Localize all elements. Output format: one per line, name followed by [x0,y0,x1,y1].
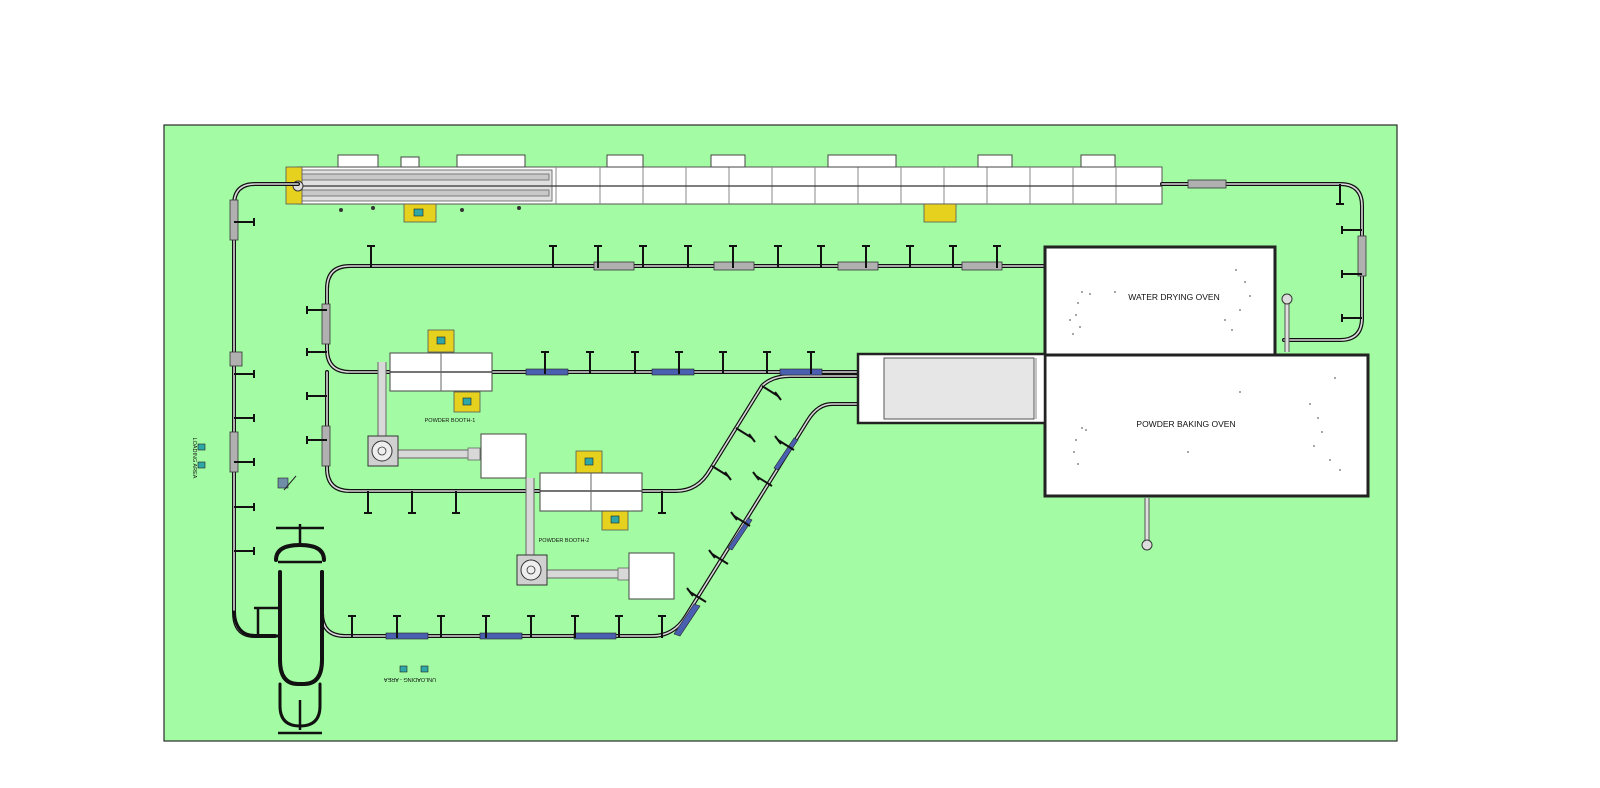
track-hangers [234,184,1362,638]
powder-booth-1: POWDER BOOTH-1 [367,329,527,479]
powder-baking-oven-label: POWDER BAKING OVEN [1136,419,1235,429]
water-drying-oven-label: WATER DRYING OVEN [1128,292,1219,302]
blower-icon [520,559,542,581]
powder-baking-oven: POWDER BAKING OVEN [1043,353,1370,498]
powder-booth-2-label: POWDER BOOTH-2 [539,538,590,544]
blower-icon [371,440,393,462]
powder-booth-1-label: POWDER BOOTH-1 [425,418,476,424]
powder-booth-2: POWDER BOOTH-2 [516,450,675,600]
oven-entry-tunnel [856,352,1047,425]
pretreatment-tanks [296,154,1163,212]
loading-area: LOADING AREA [191,438,297,491]
unloading-area: UNLOADING - AREA [384,665,437,682]
water-drying-oven: WATER DRYING OVEN [1043,245,1277,357]
tank-yellow-pads [285,166,957,223]
unloading-crossbars [254,524,324,735]
exhaust-stacks [1141,293,1293,551]
blue-track-segments [385,368,823,640]
loading-area-label: LOADING AREA [191,438,197,479]
unloading-area-label: UNLOADING - AREA [384,676,437,682]
